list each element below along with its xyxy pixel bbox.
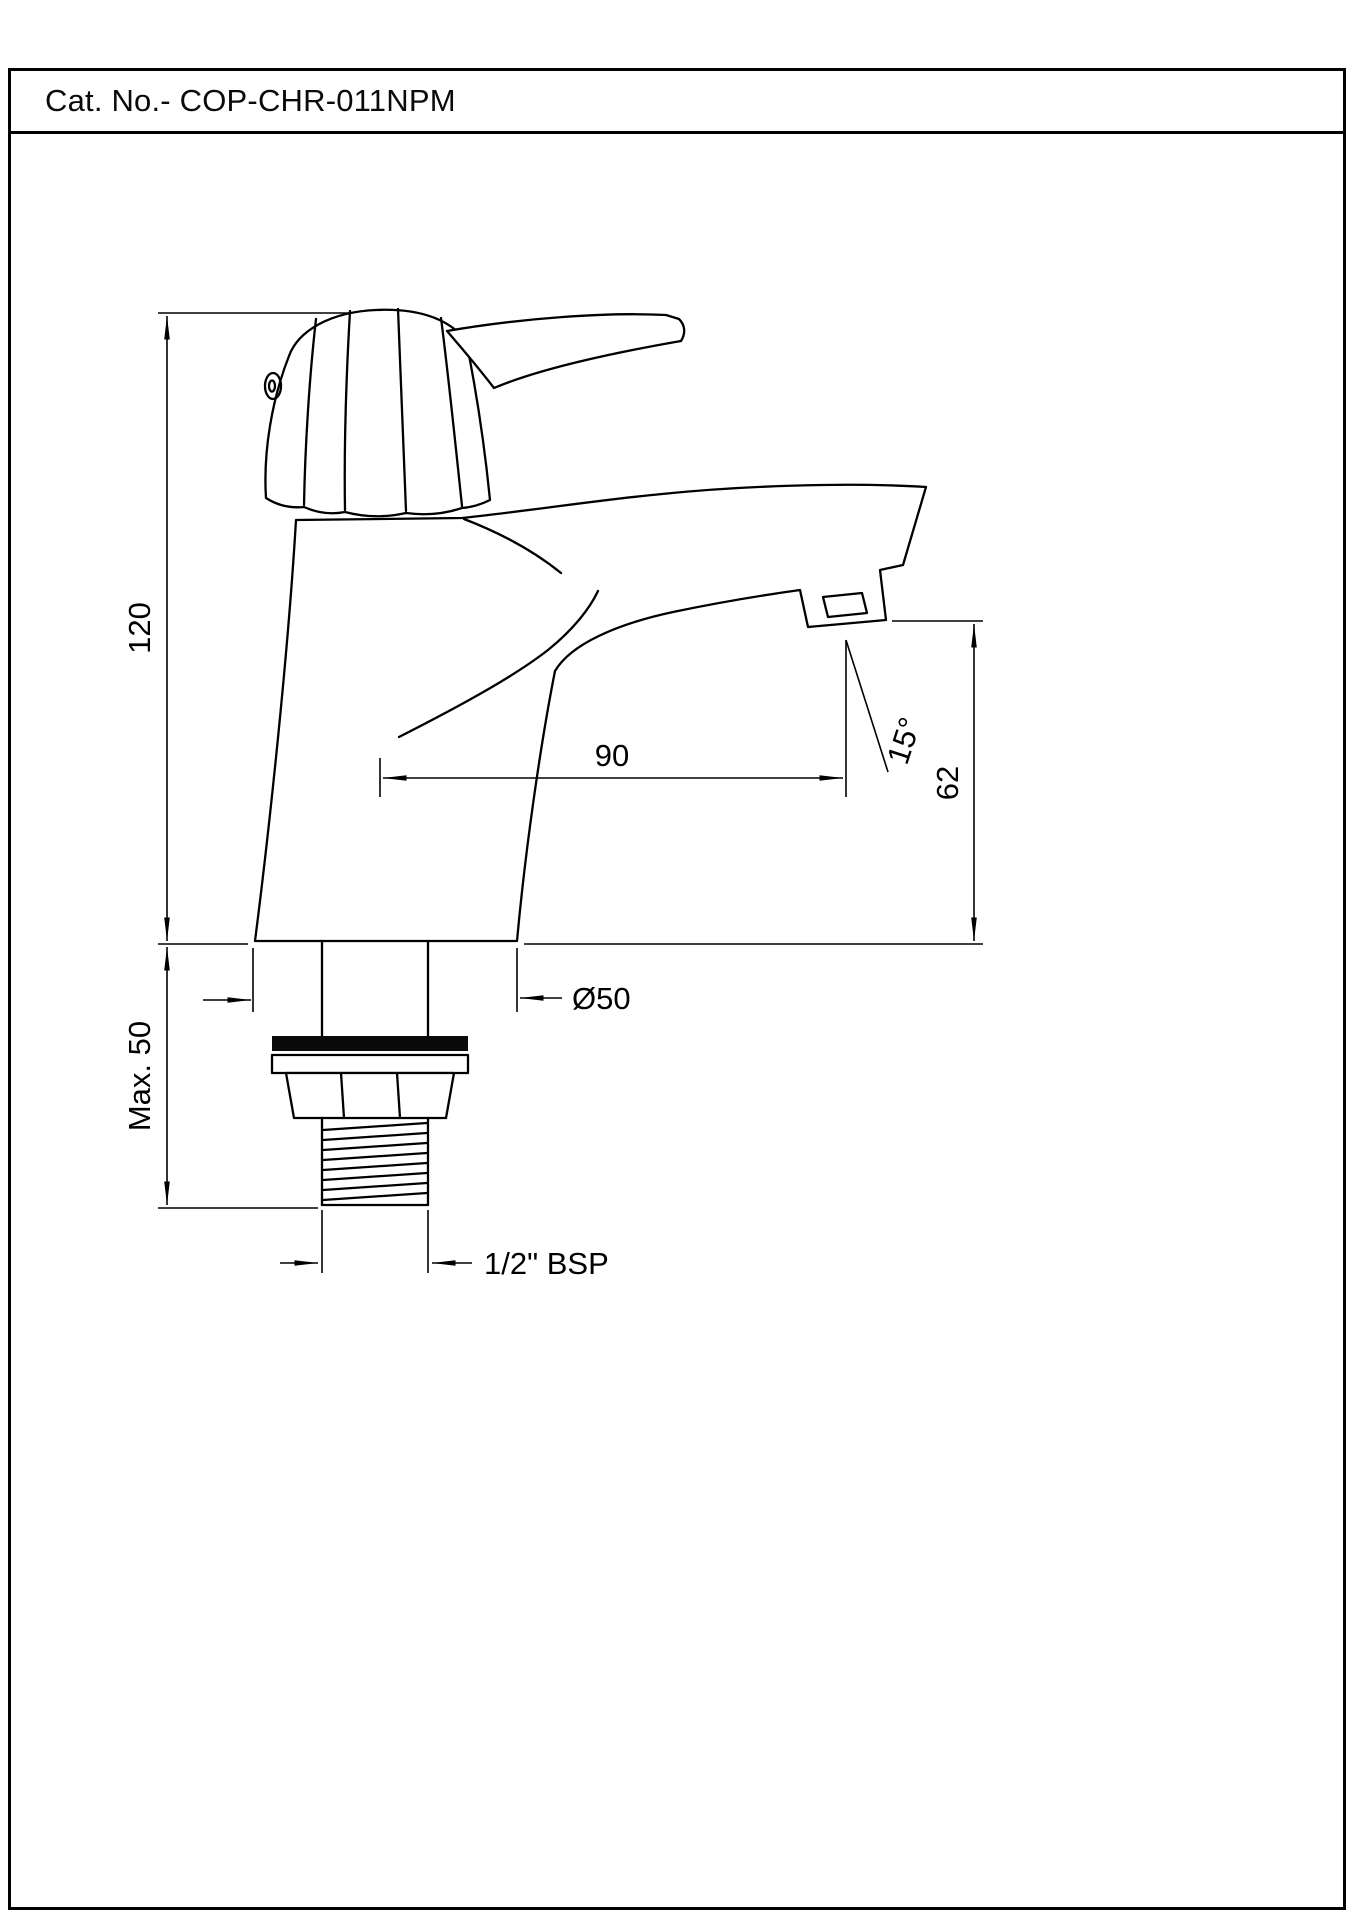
thread-lines bbox=[321, 1121, 429, 1202]
flute-line bbox=[302, 317, 318, 507]
neck-blend-curve bbox=[462, 517, 563, 575]
dim-base-diameter-50: Ø50 bbox=[203, 948, 631, 1016]
flute-line bbox=[439, 316, 464, 508]
handle-flutes bbox=[302, 307, 464, 513]
faucet-handle-knob bbox=[264, 308, 492, 518]
dim-label-spout-angle: 15° bbox=[880, 713, 928, 768]
dim-label-inlet-thread: 1/2" BSP bbox=[484, 1246, 609, 1281]
shank-pipe bbox=[320, 939, 430, 1038]
faucet-figure bbox=[253, 307, 928, 1207]
faucet-lever bbox=[445, 313, 686, 390]
dim-label-height: 120 bbox=[122, 602, 157, 654]
body-contour-curve bbox=[397, 589, 600, 739]
rubber-washer bbox=[272, 1036, 468, 1051]
dim-label-max-thickness: Max. 50 bbox=[122, 1021, 157, 1131]
flute-line bbox=[343, 309, 352, 512]
dim-outlet-height-62: 62 bbox=[524, 620, 983, 945]
flute-line bbox=[396, 307, 408, 513]
dim-label-spout-reach: 90 bbox=[595, 738, 629, 773]
index-button-outer bbox=[263, 371, 283, 401]
dim-label-outlet-height: 62 bbox=[930, 766, 965, 800]
hex-nut-facet bbox=[339, 1071, 346, 1120]
dim-spout-reach-90: 90 bbox=[379, 640, 847, 797]
faucet-body bbox=[253, 483, 928, 943]
hex-nut-facet bbox=[395, 1071, 402, 1120]
dim-height-120: 120 bbox=[122, 312, 352, 945]
angle-reference-line bbox=[845, 639, 889, 773]
flange-washer bbox=[270, 1053, 470, 1075]
threaded-shank bbox=[320, 1116, 430, 1207]
hex-nut-outline bbox=[284, 1071, 456, 1120]
index-button-inner bbox=[267, 379, 277, 393]
hex-nut bbox=[284, 1071, 456, 1120]
aerator-outlet bbox=[821, 591, 869, 619]
dim-depth-max-50: Max. 50 bbox=[122, 947, 318, 1209]
title-block: Cat. No.- COP-CHR-011NPM bbox=[11, 71, 1343, 134]
dim-label-base-diameter: Ø50 bbox=[572, 981, 631, 1016]
dim-thread-bsp: 1/2" BSP bbox=[280, 1210, 609, 1281]
drawing-border: Cat. No.- COP-CHR-011NPM bbox=[8, 68, 1346, 1910]
catalog-number: Cat. No.- COP-CHR-011NPM bbox=[45, 83, 456, 118]
body-contour-lines bbox=[397, 517, 600, 739]
handle-index-button bbox=[263, 371, 283, 401]
dim-spout-angle-15: 15° bbox=[845, 639, 928, 773]
